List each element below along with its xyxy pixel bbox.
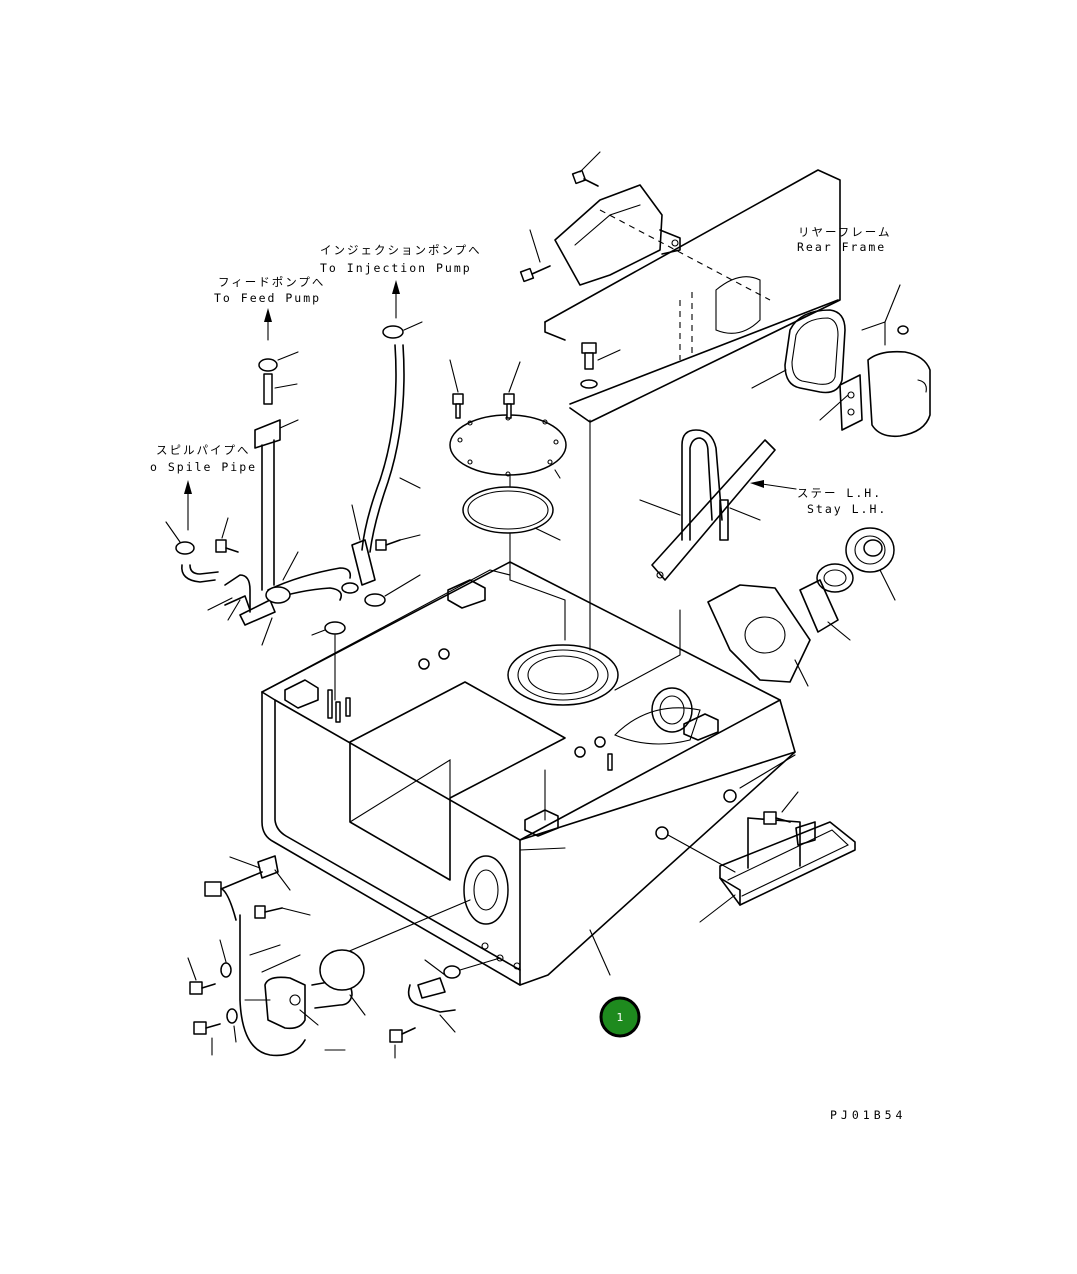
- label-rear-frame-en: Rear Frame: [797, 240, 886, 254]
- bolt-top-1: [571, 151, 601, 187]
- arrow-injection-pump: [392, 280, 400, 319]
- filler-cap: [845, 527, 896, 601]
- callout-circle: [599, 996, 641, 1038]
- label-spile-pipe-en: o Spile Pipe: [150, 460, 257, 474]
- stay-lh: [639, 429, 776, 581]
- label-stay-jp: ステー L.H.: [797, 486, 882, 500]
- label-rear-frame-jp: リヤーフレーム: [798, 225, 891, 239]
- fuel-level-gauge: [187, 855, 366, 1057]
- inspection-cover-gasket: [751, 309, 846, 394]
- filler-strainer: [799, 563, 854, 641]
- arrow-spile-pipe: [184, 480, 192, 531]
- bolt-frame-center: [580, 342, 621, 389]
- access-cover: [449, 414, 567, 479]
- label-stay-en: Stay L.H.: [807, 502, 887, 516]
- cover-bolts: [449, 359, 521, 419]
- fuel-pipes: [165, 321, 423, 701]
- inspection-cover-plate: [819, 284, 931, 438]
- arrow-feed-pump: [264, 308, 272, 341]
- callout-number: 1: [617, 1011, 624, 1024]
- drain-bracket: [319, 942, 521, 1059]
- label-spile-pipe-jp: スピルパイプへ: [156, 443, 251, 457]
- label-feed-pump-en: To Feed Pump: [214, 291, 321, 305]
- label-feed-pump-jp: フィードポンプへ: [218, 275, 325, 289]
- frame-bracket: [554, 184, 681, 286]
- step-bracket: [519, 754, 856, 923]
- arrow-stay: [750, 480, 797, 490]
- part-callout-1[interactable]: 1: [599, 996, 641, 1038]
- bolt-top-2: [519, 229, 551, 283]
- fuel-tank-body: [261, 419, 796, 986]
- rear-frame-beam: [544, 169, 841, 423]
- filler-neck-gasket: [707, 584, 811, 687]
- drawing-code: PJ01B54: [830, 1108, 906, 1122]
- label-injection-pump-en: To Injection Pump: [320, 261, 472, 275]
- label-injection-pump-jp: インジェクションポンプへ: [320, 243, 482, 257]
- access-cover-gasket: [462, 486, 561, 541]
